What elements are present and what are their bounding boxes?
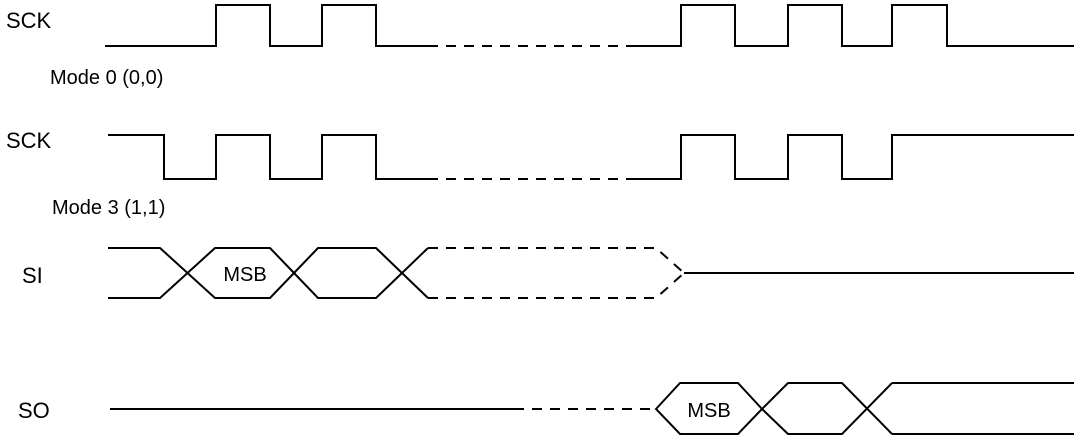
si-lead-bottom bbox=[108, 247, 295, 299]
si-ellipsis-bottom bbox=[428, 272, 685, 299]
si-ellipsis-top bbox=[428, 247, 685, 274]
si-label: SI bbox=[22, 263, 43, 288]
sck-mode0-waveform bbox=[105, 4, 1074, 47]
si-lead-top bbox=[108, 247, 295, 299]
sck-mode0-pulses-start bbox=[105, 4, 428, 47]
sck-mode3-pulses-start bbox=[108, 134, 428, 180]
sck-mode0-label: SCK bbox=[6, 8, 52, 33]
sck-mode0-pulses-end bbox=[636, 4, 1074, 47]
sck-mode3-pulses-end bbox=[636, 134, 1074, 180]
so-waveform: MSB bbox=[110, 382, 1074, 435]
sck-mode3-label: SCK bbox=[6, 128, 52, 153]
so-msb-label: MSB bbox=[687, 400, 730, 422]
mode3-label: Mode 3 (1,1) bbox=[52, 197, 165, 219]
si-waveform: MSB bbox=[108, 247, 1074, 299]
si-msb-label: MSB bbox=[223, 264, 266, 286]
so-cell2-top bbox=[761, 382, 893, 435]
mode0-label: Mode 0 (0,0) bbox=[50, 67, 163, 89]
sck-mode3-waveform bbox=[108, 134, 1074, 180]
si-cell2-top bbox=[293, 247, 429, 299]
so-cell2-bottom bbox=[761, 382, 893, 435]
si-cell2-bottom bbox=[293, 247, 429, 299]
so-label: SO bbox=[18, 398, 50, 423]
